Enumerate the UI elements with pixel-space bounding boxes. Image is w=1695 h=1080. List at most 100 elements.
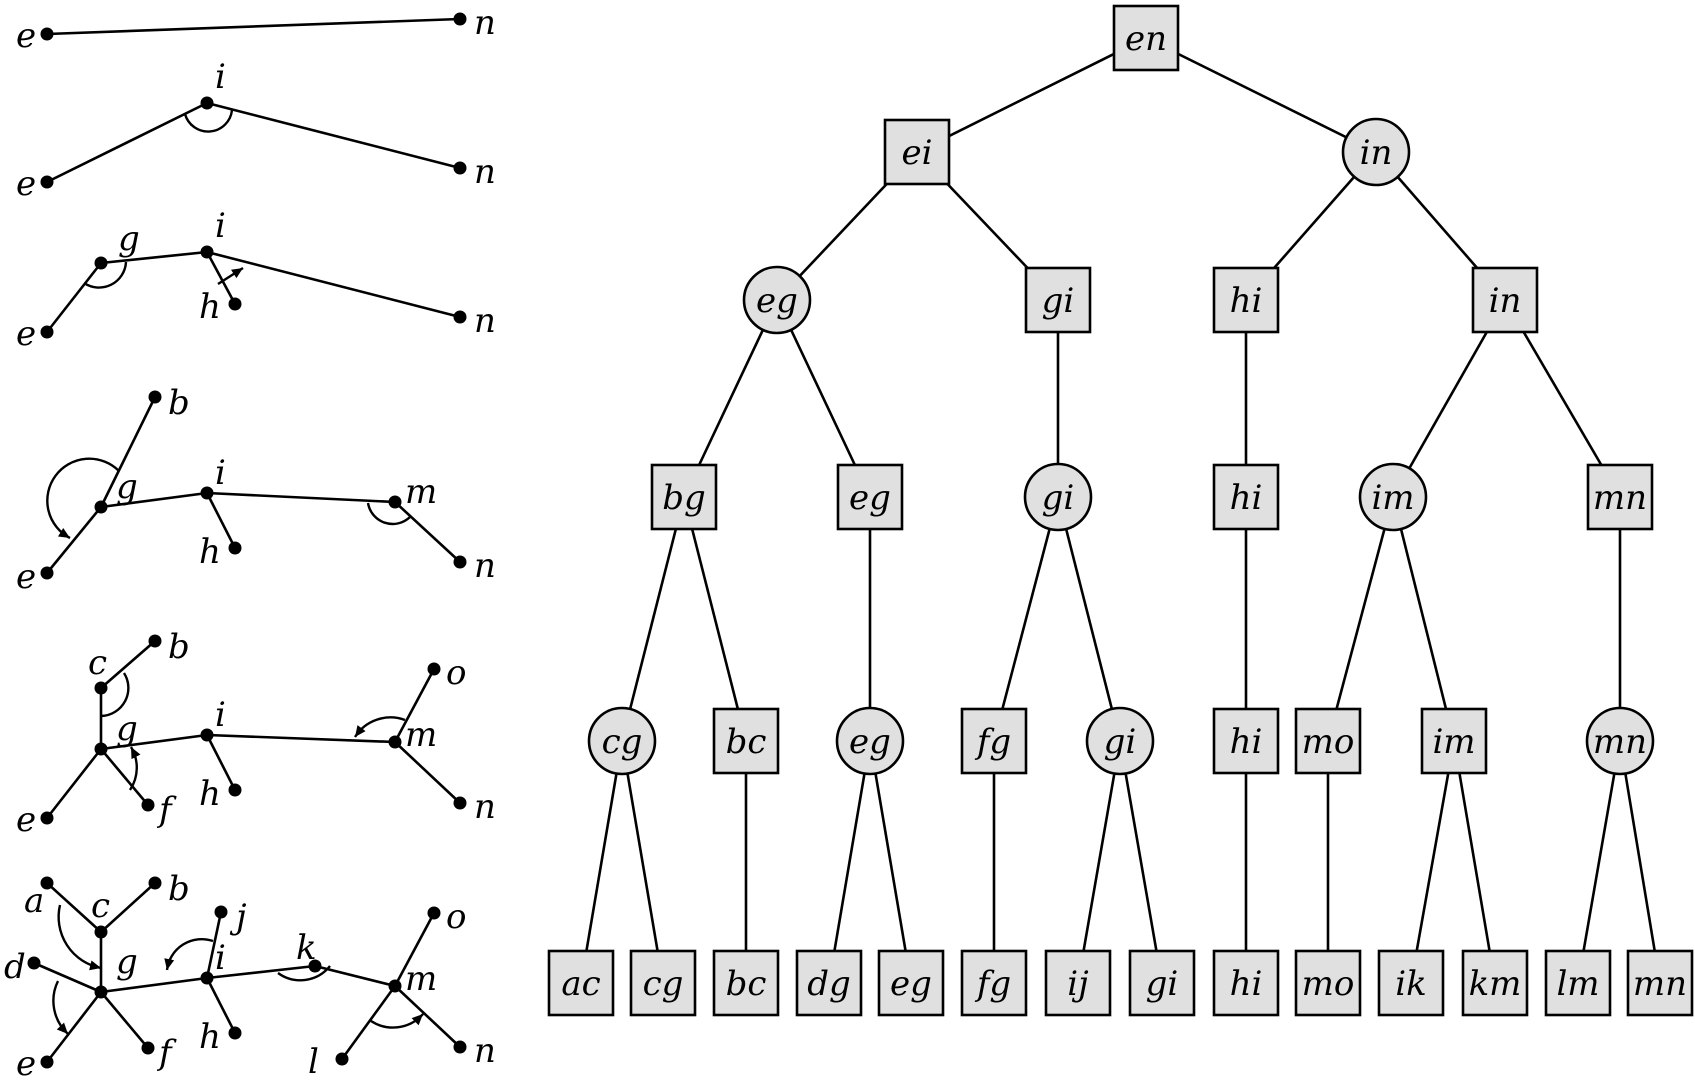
panel-edge-bg	[99, 396, 157, 508]
square-node-shape	[1112, 4, 1180, 72]
vertex-dot-e	[40, 1055, 54, 1069]
vertex-label-b: b	[168, 383, 190, 423]
tree-node-mn: mn	[1585, 706, 1655, 776]
square-node-shape	[1544, 949, 1612, 1017]
tree-edge-gi-gi	[1118, 740, 1164, 984]
panel-edge-mn	[394, 985, 461, 1048]
tree-node-label: fg	[974, 722, 1011, 762]
vertex-label-o: o	[446, 897, 466, 937]
panel-edge-im	[206, 733, 396, 744]
tree-node-label: hi	[1230, 281, 1263, 321]
angle-arc	[83, 261, 128, 289]
vertex-label-c: c	[91, 886, 110, 926]
panel-edge-ih	[205, 977, 237, 1034]
tree-node-label: hi	[1230, 478, 1263, 518]
panel-edge-mo	[393, 668, 436, 743]
panel-edge-ih	[205, 492, 237, 549]
vertex-label-f: f	[156, 1033, 177, 1073]
vertex-label-b: b	[168, 869, 190, 909]
vertex-label-g: g	[118, 219, 140, 259]
circle-node-shape	[1085, 706, 1155, 776]
tree-node-bg: bg	[650, 463, 718, 531]
vertex-dot-m	[388, 495, 402, 509]
panel-edge-in	[206, 250, 461, 319]
vertex-label-n: n	[474, 3, 496, 43]
tree-node-label: km	[1469, 964, 1522, 1004]
tree-node-label: mn	[1593, 478, 1647, 518]
square-node-shape	[883, 118, 951, 186]
tree-node-label: eg	[756, 281, 798, 321]
tree-node-hi: hi	[1212, 949, 1280, 1017]
square-node-shape	[877, 949, 945, 1017]
tree-node-label: in	[1489, 281, 1522, 321]
tree-edge-eg-dg	[827, 740, 872, 984]
vertex-label-a: a	[24, 881, 44, 921]
square-node-shape	[960, 949, 1028, 1017]
vertex-label-i: i	[215, 57, 226, 97]
vertex-dot-h	[228, 297, 242, 311]
angle-arc	[277, 965, 331, 982]
circle-node-shape	[1358, 462, 1428, 532]
tree-node-label: hi	[1230, 722, 1263, 762]
vertex-label-h: h	[199, 774, 221, 814]
tree-node-bc: bc	[712, 707, 780, 775]
tree-node-label: ik	[1395, 964, 1426, 1004]
circle-node-shape	[1341, 117, 1411, 187]
panel-edge-ac	[46, 882, 102, 933]
tree-node-label: mn	[1593, 722, 1647, 762]
vertex-dot-b	[148, 876, 162, 890]
vertex-dot-c	[94, 681, 108, 695]
vertex-dot-i	[200, 96, 214, 110]
square-node-shape	[1586, 463, 1654, 531]
tree-node-gi: gi	[1085, 706, 1155, 776]
vertex-dot-b	[148, 634, 162, 648]
tree-node-label: gi	[1146, 964, 1179, 1004]
square-node-shape	[1626, 949, 1694, 1017]
tree-node-label: bg	[662, 478, 706, 518]
vertex-dot-e	[40, 811, 54, 825]
vertex-dot-l	[335, 1052, 349, 1066]
square-node-shape	[1420, 707, 1488, 775]
arrowhead-icon	[355, 725, 366, 737]
vertex-label-h: h	[199, 1017, 221, 1057]
tree-edges	[579, 36, 1662, 984]
vertex-label-g: g	[116, 709, 138, 749]
panel-edge-eg	[45, 506, 103, 574]
vertex-dot-i	[200, 971, 214, 985]
panel-edge-gi	[100, 976, 208, 994]
vertex-dot-n	[453, 796, 467, 810]
tree-node-label: mo	[1302, 964, 1355, 1004]
square-node-shape	[1471, 266, 1539, 334]
vertex-label-e: e	[16, 800, 36, 840]
angle-arc	[183, 109, 234, 133]
panel-edge-ik	[206, 964, 316, 980]
tree-node-label: ij	[1067, 964, 1089, 1004]
vertex-label-k: k	[296, 928, 317, 968]
panel-edge-cb	[100, 882, 156, 933]
tree-node-gi: gi	[1023, 462, 1093, 532]
tree-node-en: en	[1112, 4, 1180, 72]
square-node-shape	[1377, 949, 1445, 1017]
vertex-dot-m	[388, 735, 402, 749]
triangulation-panel-2: ein	[16, 57, 496, 204]
vertex-dot-e	[40, 566, 54, 580]
arrowhead-icon	[164, 958, 175, 971]
vertex-dot-e	[40, 175, 54, 189]
tree-edge-im-im	[1391, 496, 1456, 742]
vertex-dot-o	[427, 906, 441, 920]
panel-edge-cb	[100, 640, 156, 689]
tree-node-mn: mn	[1586, 463, 1654, 531]
tree-node-ik: ik	[1377, 949, 1445, 1017]
square-node-shape	[712, 707, 780, 775]
vertex-dot-g	[94, 256, 108, 270]
tree-edge-cg-ac	[579, 740, 624, 984]
tree-node-label: fg	[974, 964, 1011, 1004]
square-node-shape	[1212, 949, 1280, 1017]
tree-edge-mn-lm	[1576, 740, 1622, 984]
vertex-label-i: i	[215, 695, 226, 735]
tree-node-label: im	[1371, 478, 1414, 518]
panel-edge-ih	[205, 734, 237, 791]
vertex-dot-h	[228, 541, 242, 555]
